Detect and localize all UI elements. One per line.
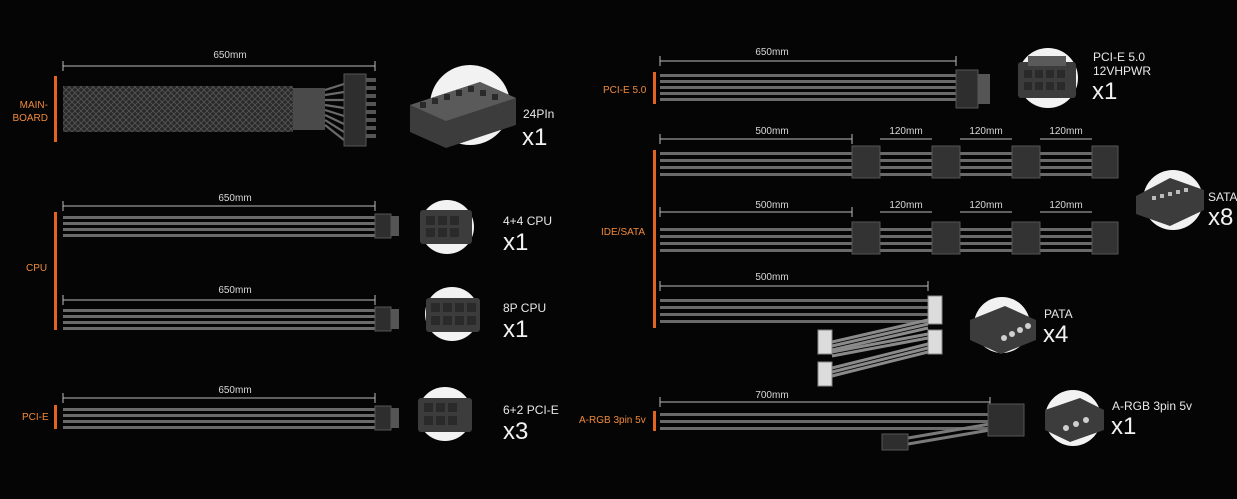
pata-molex-connector-icon (970, 297, 1036, 354)
cpu-cable-2 (62, 295, 399, 332)
cpu1-connector-name: 4+4 CPU (503, 214, 553, 228)
sata2-length-seg3: 120mm (1049, 200, 1083, 211)
pcie-cable (62, 393, 399, 431)
pata-length: 500mm (755, 272, 789, 283)
mainboard-length: 650mm (213, 50, 247, 61)
pcie5-bracket (653, 72, 656, 104)
pata-connector-name: PATA (1044, 307, 1073, 321)
pcie-label: PCI-E (22, 412, 49, 423)
pcie-length: 650mm (218, 385, 252, 396)
pcie5-label: PCI-E 5.0 (603, 85, 647, 96)
12vhpwr-connector-icon (1018, 48, 1078, 108)
mainboard-qty: x1 (522, 124, 548, 151)
sata-connector-icon (1136, 170, 1204, 230)
mainboard-label: MAIN-BOARD (12, 100, 48, 124)
24pin-connector-icon (410, 65, 516, 148)
sata1-length-seg1: 120mm (889, 126, 923, 137)
8p-cpu-connector-icon (425, 287, 480, 341)
pcie-connector-name: 6+2 PCI-E (503, 403, 559, 417)
pcie5-length: 650mm (755, 47, 789, 58)
sata-cable-2 (659, 207, 1119, 255)
pata-qty: x4 (1043, 321, 1069, 348)
sata2-length-main: 500mm (755, 200, 789, 211)
cpu-cable-1 (62, 201, 399, 239)
cpu-bracket (54, 212, 57, 330)
idesata-bracket (653, 150, 656, 328)
pcie5-cable (659, 56, 990, 109)
sata-qty: x8 (1208, 204, 1234, 231)
mainboard-bracket (54, 76, 57, 142)
6plus2-pcie-connector-icon (418, 387, 472, 441)
sata1-length-main: 500mm (755, 126, 789, 137)
sata-cable-1 (659, 134, 1119, 179)
argb-label: A-RGB 3pin 5v (579, 415, 646, 426)
argb-bracket (653, 411, 656, 431)
argb-qty: x1 (1111, 413, 1137, 440)
pata-cable (659, 281, 943, 387)
pcie5-qty: x1 (1092, 78, 1118, 105)
cpu1-qty: x1 (503, 229, 529, 256)
cpu2-connector-name: 8P CPU (503, 301, 547, 315)
sata1-length-seg2: 120mm (969, 126, 1003, 137)
sata1-length-seg3: 120mm (1049, 126, 1083, 137)
pcie-qty: x3 (503, 418, 529, 445)
mainboard-cable (62, 61, 376, 147)
argb-connector-icon (1045, 390, 1104, 446)
argb-cable (659, 397, 1025, 451)
sata-connector-name: SATA (1208, 190, 1237, 204)
cpu1-length: 650mm (218, 193, 252, 204)
idesata-label: IDE/SATA (601, 227, 646, 238)
sata2-length-seg1: 120mm (889, 200, 923, 211)
4plus4-cpu-connector-icon (420, 200, 474, 254)
mainboard-connector-name: 24PIn (523, 107, 555, 121)
argb-length: 700mm (755, 390, 789, 401)
pcie-bracket (54, 405, 57, 429)
cpu2-length: 650mm (218, 285, 252, 296)
sata2-length-seg2: 120mm (969, 200, 1003, 211)
cpu2-qty: x1 (503, 316, 529, 343)
cpu-label: CPU (26, 263, 48, 274)
argb-connector-name: A-RGB 3pin 5v (1112, 399, 1193, 413)
